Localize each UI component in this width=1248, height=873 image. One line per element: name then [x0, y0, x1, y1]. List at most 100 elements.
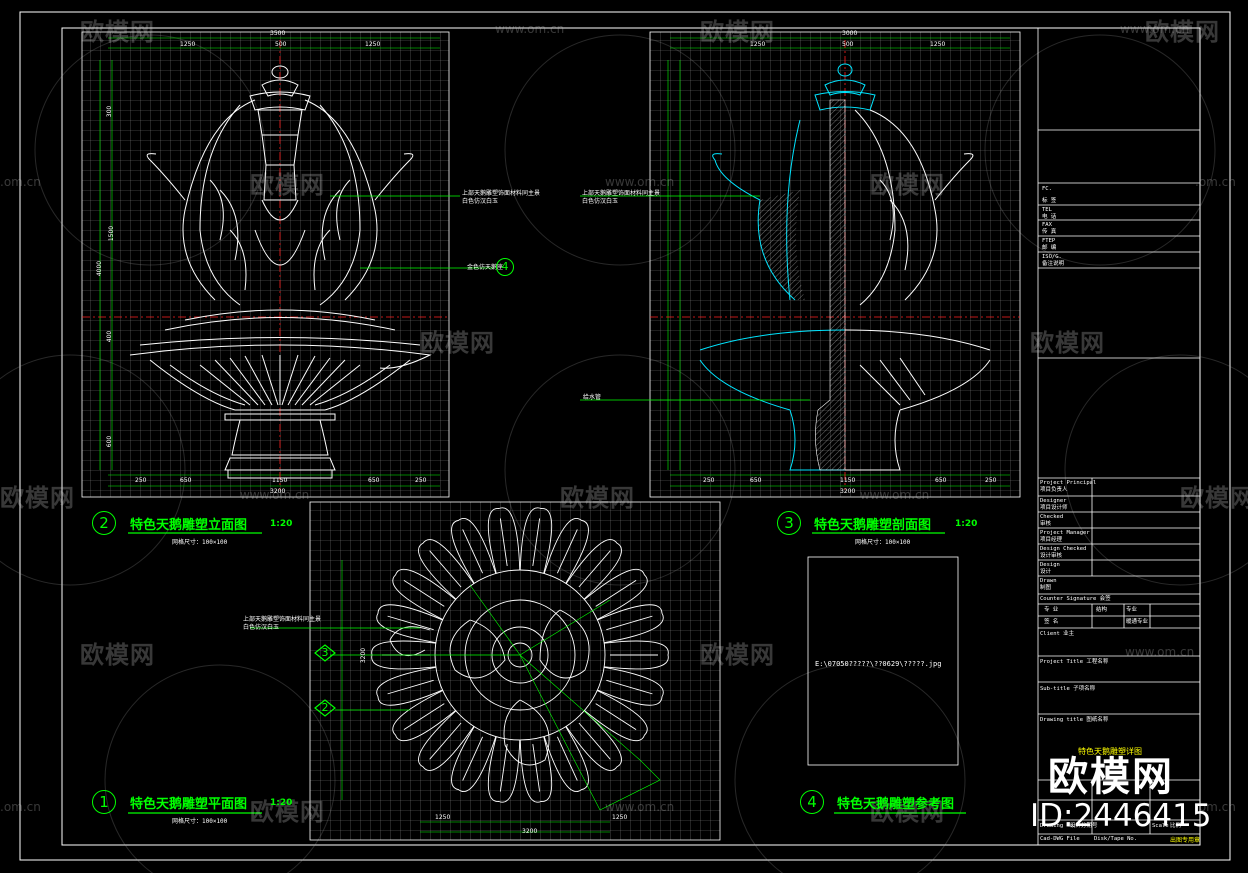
tb-drawing-title: Drawing title 图纸名称 [1040, 717, 1109, 723]
plan-petal-rib [595, 580, 637, 607]
plan-swan-shape [539, 609, 590, 679]
view-title: 特色天鹅雕塑剖面图 [814, 518, 932, 533]
titleblock-lines [1037, 28, 1200, 845]
dim-text: 500 [275, 41, 287, 48]
tb-counter-signature: Counter Signature 会签 [1040, 596, 1111, 602]
dim-text: 1150 [840, 477, 856, 484]
plan-petal [392, 568, 456, 620]
tb-row: Design [1040, 562, 1060, 568]
dim-text: 250 [135, 477, 147, 484]
tb-value: 比例 [1170, 823, 1182, 829]
dim-text: 1250 [930, 41, 946, 48]
plan-petal [451, 726, 497, 792]
plan-petal [584, 690, 648, 742]
plan-petal-rib [578, 550, 611, 588]
tb-row: 传 真 [1042, 229, 1057, 235]
callout-triangle-icon [314, 699, 336, 717]
plan-petal-rib [462, 736, 484, 781]
tb-row: 设计 [1040, 569, 1052, 575]
section-note: 上部天鹅雕塑饰面材料同主景 白色仿汉白玉 [582, 190, 661, 205]
tb-row: 标 签 [1042, 198, 1057, 204]
plan-petal-rib [499, 518, 508, 566]
tb-client: Client 业主 [1040, 631, 1075, 637]
plan-petal [565, 539, 622, 600]
tb-value: 设计分期号 [1070, 823, 1098, 829]
elevation-grid [81, 31, 450, 498]
tb-row: Project Principal [1040, 480, 1097, 486]
tb-cell: 签 名 [1044, 619, 1059, 625]
plan-petal-rib [532, 744, 541, 792]
view-number-circle: 4 [800, 790, 824, 814]
tb-row: Design Checked [1040, 546, 1087, 552]
plan-petal-rib [429, 550, 462, 588]
dim-text: 3000 [842, 30, 858, 37]
watermark-brand: 欧模网 [250, 798, 325, 826]
tb-row: ISO/G. [1042, 254, 1062, 260]
plan-petal-rib [403, 703, 445, 730]
tb-row: 制图 [1040, 585, 1052, 591]
plan-petal [519, 736, 553, 803]
plan-petal-rib [556, 529, 578, 574]
plan-petal-rib [532, 518, 541, 566]
tb-row: TEL [1042, 207, 1052, 213]
dim-text: 3200 [840, 488, 856, 495]
dim-text: 400 [106, 330, 114, 343]
tb-row: FTEP [1042, 238, 1056, 244]
section-hatch [758, 99, 846, 471]
tb-row: 设计审核 [1040, 553, 1063, 559]
plan-petal-rib [387, 615, 434, 631]
tb-row: 项目负责人 [1040, 487, 1068, 493]
sheet-outer-border [19, 11, 1231, 861]
plan-sculpture [371, 507, 669, 803]
watermark-site: www.om.cn [605, 175, 675, 189]
section-sculpture-white [844, 109, 991, 471]
dim-text: 1150 [272, 477, 288, 484]
watermark-brand: 欧模网 [1180, 484, 1248, 512]
watermark-site: .om.cn [0, 800, 41, 814]
tb-row: FAX [1042, 222, 1052, 228]
watermark-site: www.om.cn [1120, 22, 1190, 36]
elevation-note: 金色仿天鹅座 [467, 264, 504, 271]
view-number-circle: 1 [92, 790, 116, 814]
section-note: 给水管 [583, 394, 602, 401]
plan-note: 上部天鹅雕塑饰面材料同主景 白色仿汉白玉 [243, 616, 322, 631]
tb-cad-file: Cad-DWG File [1040, 836, 1080, 842]
callout-ref-3[interactable]: 3 [314, 644, 336, 662]
plan-petal [584, 568, 648, 620]
tb-row: FC. [1042, 186, 1052, 192]
plan-petal [487, 736, 521, 803]
elevation-note: 上部天鹅雕塑饰面材料同主景 白色仿汉白玉 [462, 190, 541, 205]
sheet-inner-border [61, 27, 1201, 846]
dim-text: 1250 [612, 814, 628, 821]
plan-petal-rib [462, 529, 484, 574]
plan-petal [418, 710, 475, 771]
dim-text: 4000 [96, 260, 104, 277]
callout-ref-4[interactable]: 4 [496, 258, 514, 276]
plan-petal [543, 518, 589, 584]
watermark-brand: 欧模网 [1030, 329, 1105, 357]
dim-text: 650 [750, 477, 762, 484]
plan-petal [451, 518, 497, 584]
plan-petal-rib [429, 722, 462, 760]
view-title: 特色天鹅雕塑参考图 [837, 797, 955, 812]
watermark-brand: 欧模网 [420, 329, 495, 357]
watermark-brand: 欧模网 [870, 798, 945, 826]
tb-label: Drawing No. [1040, 823, 1077, 829]
watermark-site: .om.cn [0, 175, 41, 189]
plan-petal [487, 507, 521, 574]
watermark-brand: 欧模网 [80, 641, 155, 669]
watermark-site: www.om.cn [605, 800, 675, 814]
tb-row: Drawn [1040, 578, 1057, 584]
plan-petal-rib [578, 722, 611, 760]
dim-text: 3200 [360, 647, 368, 664]
plan-petal [543, 726, 589, 792]
callout-ref-2[interactable]: 2 [314, 699, 336, 717]
dim-text: 250 [415, 477, 427, 484]
plan-green-guides [469, 584, 661, 811]
tb-row: 项目经理 [1040, 537, 1063, 543]
watermark-brand: 欧模网 [250, 171, 325, 199]
tb-row: 电 话 [1042, 214, 1057, 220]
dim-text: 1250 [435, 814, 451, 821]
tb-drawing-title-value: 特色天鹅雕塑详图 [1078, 747, 1142, 756]
plan-petal [376, 666, 443, 706]
